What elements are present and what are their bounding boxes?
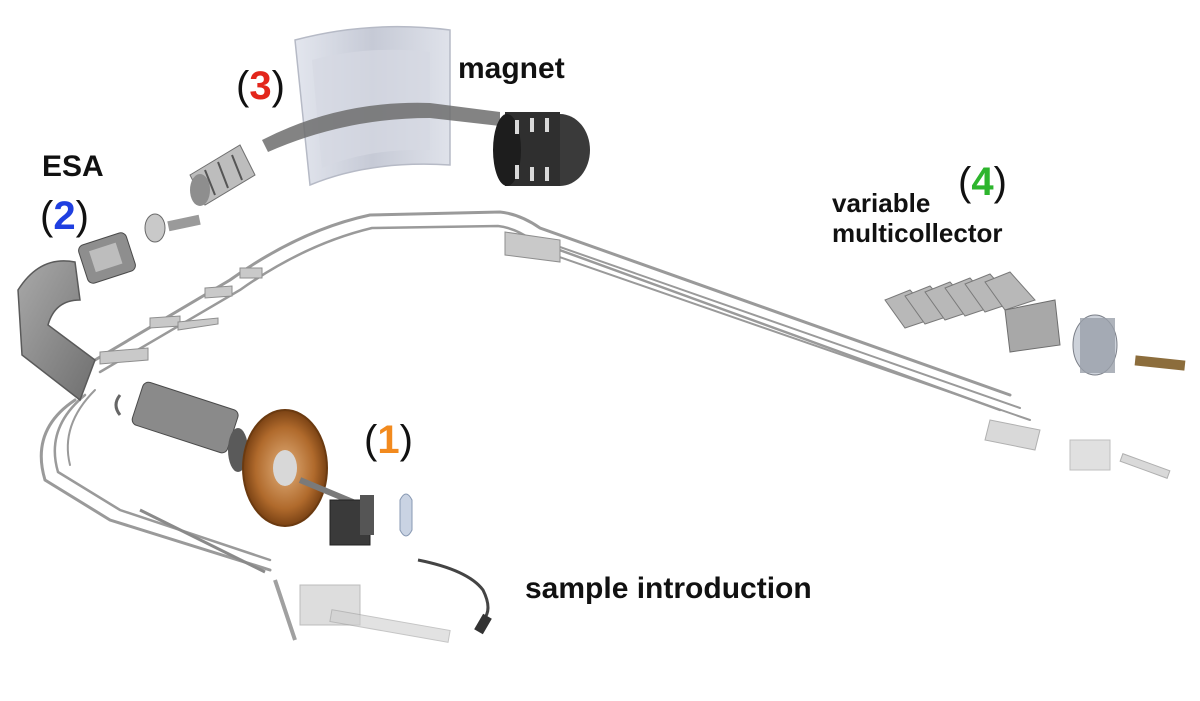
magnet-label: magnet (458, 52, 565, 85)
magnet-exit-flight-tube (493, 112, 590, 186)
beam-path (39, 210, 1031, 572)
esa-component (17, 213, 201, 402)
marker-3: (3) (236, 64, 285, 108)
lower-support-assembly (139, 508, 451, 643)
marker-4: (4) (958, 160, 1007, 204)
focus-lens-stack (189, 144, 256, 206)
variable-label: variable (832, 188, 931, 218)
marker-1: (1) (364, 418, 413, 462)
ion-optics-cylinder (114, 381, 248, 472)
marker-1-digit: 1 (377, 418, 400, 462)
sample-introduction-component (242, 409, 492, 635)
marker-2-digit: 2 (53, 194, 76, 238)
collector-support-parts (984, 419, 1171, 479)
marker-3-digit: 3 (249, 64, 272, 108)
multicollector-component (884, 271, 1186, 376)
multicollector-label: multicollector (832, 218, 1003, 248)
beamline-slits (99, 231, 561, 365)
esa-label: ESA (42, 150, 104, 183)
magnet-component (262, 25, 500, 187)
marker-2: (2) (40, 194, 89, 238)
sample-introduction-label: sample introduction (525, 572, 812, 605)
marker-4-digit: 4 (971, 160, 994, 204)
